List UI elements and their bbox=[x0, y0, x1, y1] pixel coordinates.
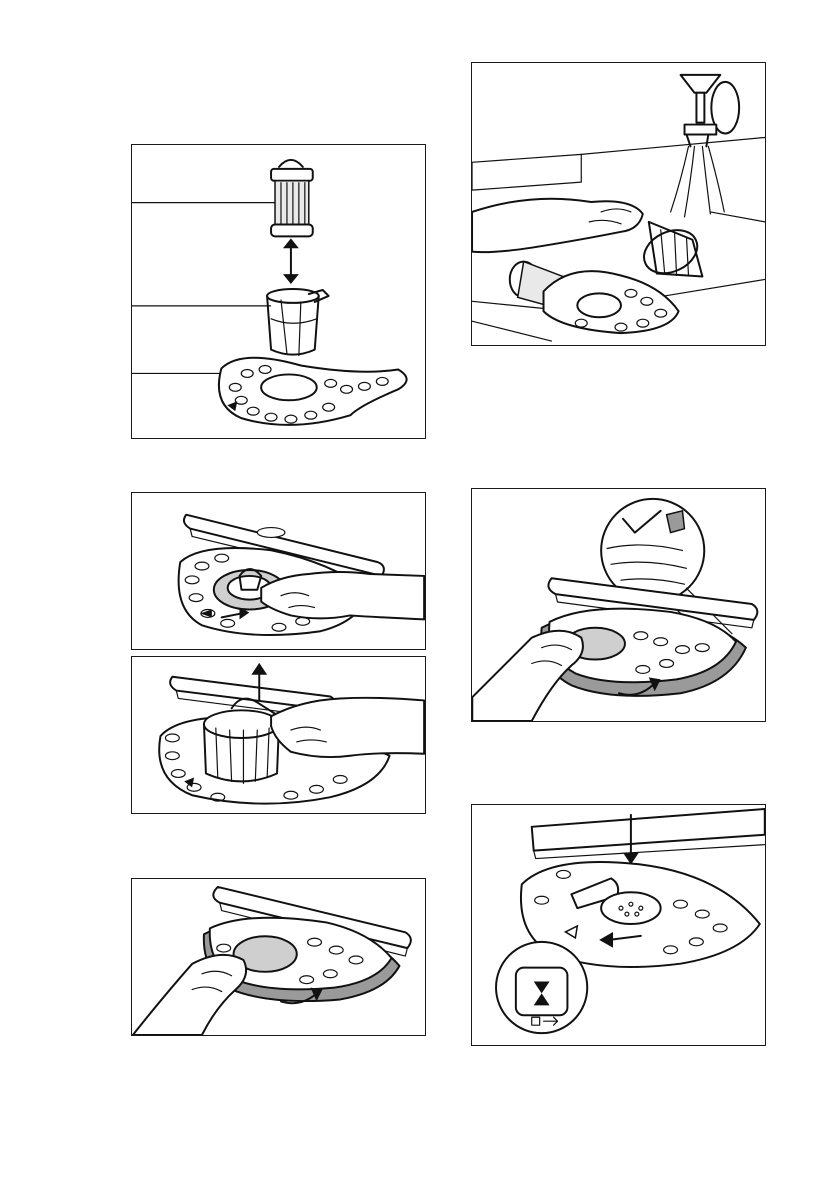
lock-filter-icon bbox=[472, 805, 765, 1045]
figure-check-flat-filter-position bbox=[471, 488, 766, 722]
filter-assembly-icon bbox=[132, 145, 425, 438]
figure-rinse-filters-under-tap bbox=[471, 62, 766, 346]
figure-filter-assembly bbox=[131, 144, 426, 439]
figure-insert-and-lock-filter bbox=[471, 804, 766, 1046]
rotate-filter-icon bbox=[132, 493, 425, 649]
figure-turn-filter-counterclockwise bbox=[131, 492, 426, 650]
figure-remove-flat-filter bbox=[131, 878, 426, 1036]
rotate-flat-filter-icon bbox=[132, 879, 425, 1035]
lift-filter-icon bbox=[132, 657, 425, 813]
checkmark-icon bbox=[472, 489, 765, 721]
figure-lift-filter-out bbox=[131, 656, 426, 814]
tap-rinse-icon bbox=[472, 63, 765, 345]
